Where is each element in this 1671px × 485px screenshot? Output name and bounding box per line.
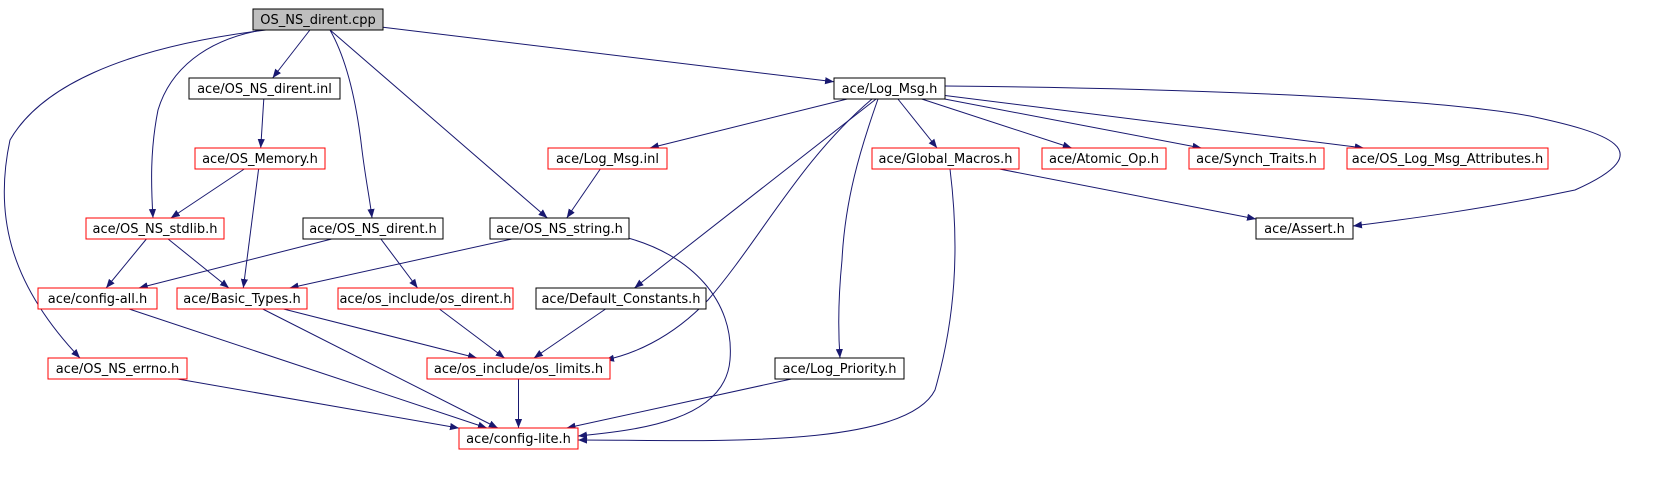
node-dirent-h[interactable]: ace/OS_NS_dirent.h xyxy=(302,217,444,240)
node-basic-types[interactable]: ace/Basic_Types.h xyxy=(176,287,308,310)
node-box xyxy=(337,287,514,310)
edge-log-msg-h-to-os-limits xyxy=(604,98,873,362)
node-box xyxy=(188,77,341,100)
edge-dirent-inl-to-os-memory xyxy=(257,98,265,149)
edge-config-all-to-config-lite xyxy=(128,308,488,429)
edge-basic-types-to-os-limits xyxy=(283,308,478,360)
node-label: ace/os_include/os_dirent.h xyxy=(339,292,511,307)
node-box xyxy=(302,217,444,240)
node-label: ace/Log_Msg.h xyxy=(842,82,938,97)
edge-global-macros-to-config-lite xyxy=(577,168,956,444)
node-box xyxy=(458,427,579,450)
edge-root-to-errno-h xyxy=(3,29,267,359)
edge-errno-h-to-config-lite xyxy=(177,378,460,431)
node-label: ace/os_include/os_limits.h xyxy=(434,362,603,377)
node-root[interactable]: OS_NS_dirent.cpp xyxy=(252,8,384,31)
edge-log-msg-h-to-log-priority xyxy=(835,98,879,359)
edge-root-to-log-msg-h xyxy=(382,26,835,85)
node-label: ace/config-lite.h xyxy=(466,432,571,447)
edge-os-dirent-to-os-limits xyxy=(439,308,505,359)
edge-log-msg-h-to-synch-traits xyxy=(944,98,1202,150)
edge-log-msg-h-to-log-msg-inl xyxy=(649,98,848,150)
edge-root-to-string-h xyxy=(329,29,548,219)
edge-log-msg-inl-to-string-h xyxy=(566,168,601,219)
node-config-lite[interactable]: ace/config-lite.h xyxy=(458,427,579,450)
node-label: ace/Basic_Types.h xyxy=(183,292,300,307)
node-os-dirent[interactable]: ace/os_include/os_dirent.h xyxy=(337,287,514,310)
node-log-priority[interactable]: ace/Log_Priority.h xyxy=(774,357,905,380)
edge-string-h-to-config-lite xyxy=(577,237,731,439)
node-box xyxy=(426,357,611,380)
edge-log-msg-h-to-default-constants xyxy=(634,98,877,289)
node-box xyxy=(194,147,326,170)
node-box xyxy=(1188,147,1325,170)
node-label: ace/OS_Memory.h xyxy=(202,152,318,167)
node-box xyxy=(252,8,384,31)
node-label: ace/OS_NS_errno.h xyxy=(56,362,180,377)
node-label: OS_NS_dirent.cpp xyxy=(260,13,376,28)
node-box xyxy=(1041,147,1167,170)
edge-string-h-to-basic-types xyxy=(289,238,513,290)
node-assert-h[interactable]: ace/Assert.h xyxy=(1255,217,1354,240)
node-label: ace/Assert.h xyxy=(1264,222,1345,237)
node-string-h[interactable]: ace/OS_NS_string.h xyxy=(489,217,630,240)
node-os-stdlib[interactable]: ace/OS_NS_stdlib.h xyxy=(85,217,225,240)
edge-os-stdlib-to-basic-types xyxy=(167,238,230,289)
node-atomic-op[interactable]: ace/Atomic_Op.h xyxy=(1041,147,1167,170)
edge-global-macros-to-assert-h xyxy=(999,168,1257,221)
node-log-msg-inl[interactable]: ace/Log_Msg.inl xyxy=(547,147,668,170)
node-box xyxy=(1346,147,1549,170)
node-box xyxy=(547,147,668,170)
node-label: ace/config-all.h xyxy=(48,292,148,307)
node-label: ace/Log_Priority.h xyxy=(783,362,897,377)
nodes: OS_NS_dirent.cpp ace/OS_NS_dirent.inl ace/… xyxy=(37,8,1549,450)
edge-dirent-h-to-config-all xyxy=(138,238,332,290)
edge-basic-types-to-config-lite xyxy=(262,308,499,429)
node-box xyxy=(85,217,225,240)
edge-os-memory-to-basic-types xyxy=(240,168,260,289)
node-log-msg-attr[interactable]: ace/OS_Log_Msg_Attributes.h xyxy=(1346,147,1549,170)
edge-log-msg-h-to-log-msg-attr xyxy=(944,95,1364,151)
node-label: ace/Default_Constants.h xyxy=(541,292,700,307)
node-label: ace/Synch_Traits.h xyxy=(1196,152,1317,167)
node-os-memory[interactable]: ace/OS_Memory.h xyxy=(194,147,326,170)
node-label: ace/OS_NS_stdlib.h xyxy=(93,222,218,237)
node-label: ace/Log_Msg.inl xyxy=(556,152,659,167)
node-label: ace/OS_Log_Msg_Attributes.h xyxy=(1352,152,1543,167)
node-box xyxy=(833,77,946,100)
node-os-limits[interactable]: ace/os_include/os_limits.h xyxy=(426,357,611,380)
node-box xyxy=(176,287,308,310)
node-box xyxy=(774,357,905,380)
node-label: ace/OS_NS_string.h xyxy=(496,222,623,237)
node-global-macros[interactable]: ace/Global_Macros.h xyxy=(871,147,1020,170)
node-box xyxy=(37,287,158,310)
node-dirent-inl[interactable]: ace/OS_NS_dirent.inl xyxy=(188,77,341,100)
node-label: ace/OS_NS_dirent.h xyxy=(309,222,437,237)
node-errno-h[interactable]: ace/OS_NS_errno.h xyxy=(47,357,188,380)
node-label: ace/Global_Macros.h xyxy=(879,152,1013,167)
edge-os-memory-to-os-stdlib xyxy=(170,168,245,219)
node-box xyxy=(1255,217,1354,240)
edge-log-msg-h-to-assert-h xyxy=(944,85,1621,229)
node-label: ace/OS_NS_dirent.inl xyxy=(197,82,332,97)
edges xyxy=(3,26,1621,444)
node-config-all[interactable]: ace/config-all.h xyxy=(37,287,158,310)
node-synch-traits[interactable]: ace/Synch_Traits.h xyxy=(1188,147,1325,170)
edge-log-msg-h-to-atomic-op xyxy=(921,98,1072,149)
node-box xyxy=(489,217,630,240)
node-default-constants[interactable]: ace/Default_Constants.h xyxy=(535,287,707,310)
edge-default-constants-to-os-limits xyxy=(533,308,606,359)
edge-root-to-dirent-h xyxy=(329,29,375,219)
node-box xyxy=(47,357,188,380)
node-label: ace/Atomic_Op.h xyxy=(1049,152,1159,167)
node-log-msg-h[interactable]: ace/Log_Msg.h xyxy=(833,77,946,100)
edge-os-stdlib-to-config-all xyxy=(105,238,147,289)
node-box xyxy=(871,147,1020,170)
edge-log-msg-h-to-global-macros xyxy=(897,98,938,149)
edge-root-to-os-stdlib xyxy=(148,29,263,219)
node-box xyxy=(535,287,707,310)
edge-log-priority-to-config-lite xyxy=(566,378,792,430)
edge-root-to-dirent-inl xyxy=(272,29,311,79)
